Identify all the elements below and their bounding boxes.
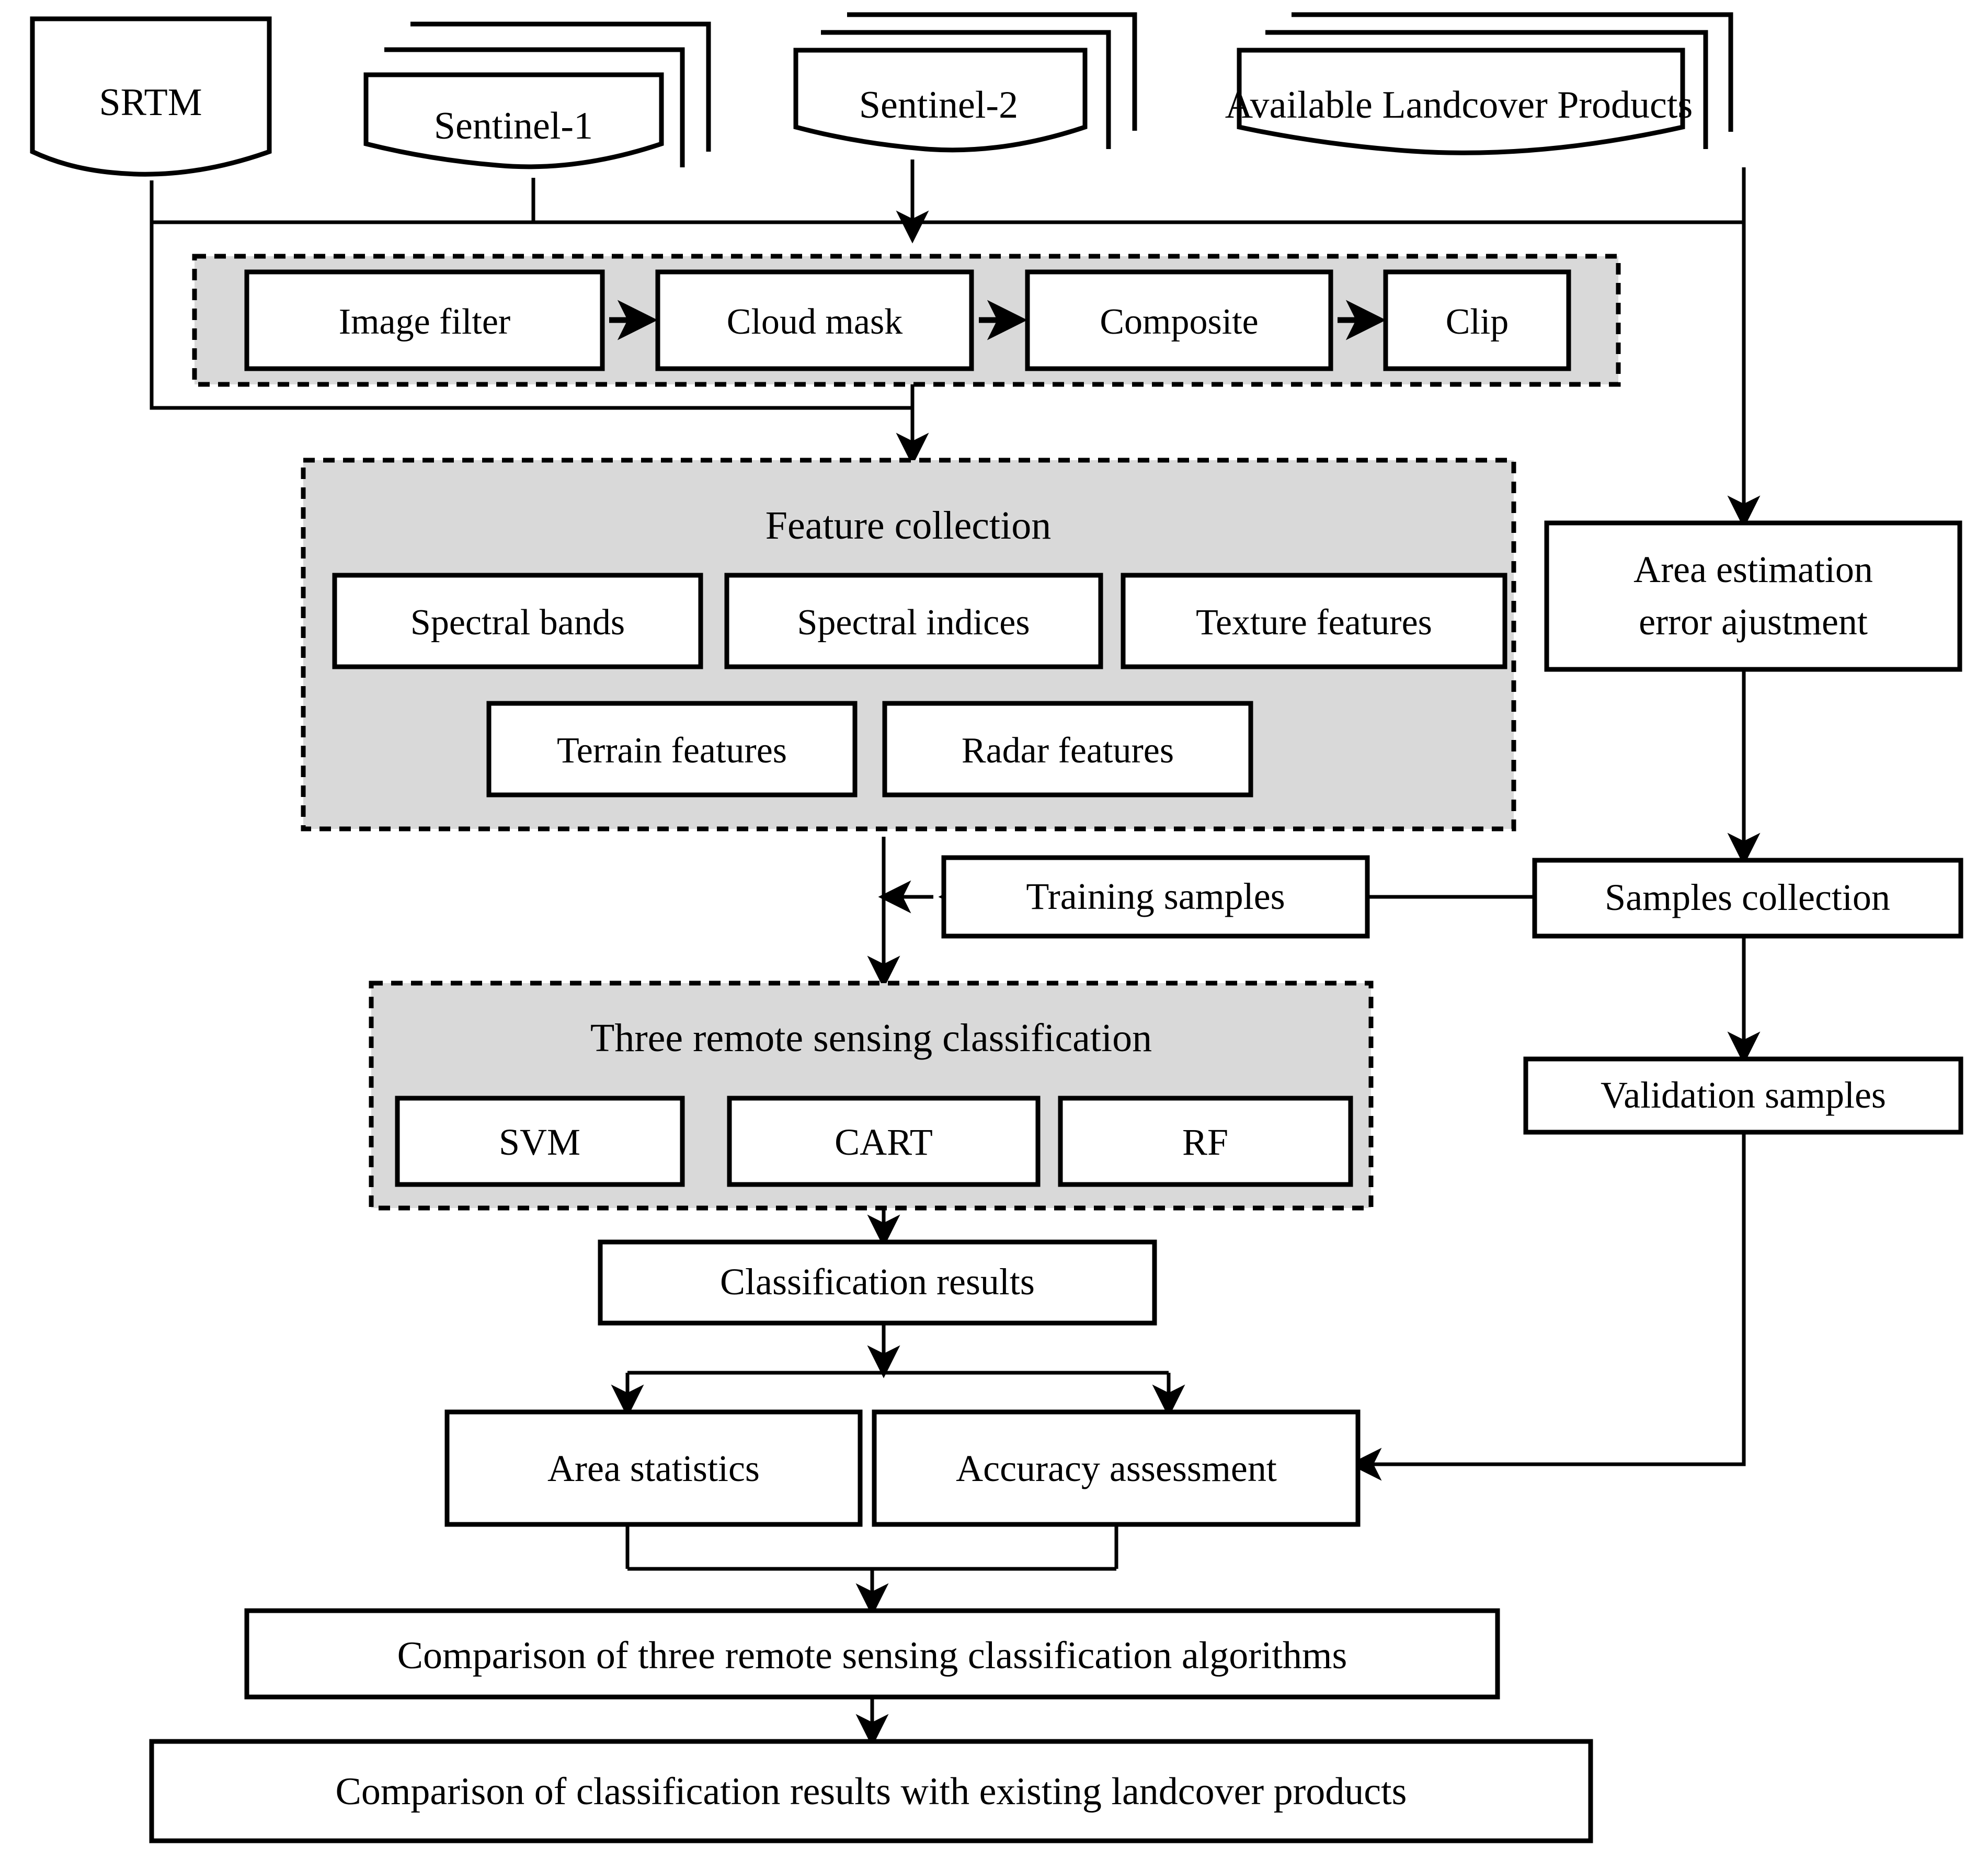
texture-features-box [1121, 573, 1507, 669]
area-statistics-box [444, 1409, 863, 1527]
classification-panel-title: Three remote sensing classification [590, 1016, 1152, 1060]
node-area-statistics[interactable]: Area statistics [444, 1409, 863, 1527]
svm-box [395, 1096, 685, 1187]
algorithm-svm[interactable]: SVM [395, 1096, 685, 1187]
composite-box [1025, 269, 1333, 371]
samples-collection-box [1532, 858, 1963, 939]
step-clip[interactable]: Clip [1383, 269, 1571, 371]
landcover-products-label: Available Landcover Products [1225, 84, 1693, 127]
sentinel1-document-shape [363, 72, 664, 169]
srtm-label: SRTM [99, 81, 202, 124]
classification-results-box [598, 1239, 1157, 1326]
algorithm-cart[interactable]: CART [727, 1096, 1041, 1187]
cart-box [727, 1096, 1041, 1187]
spectral-bands-box [332, 573, 703, 669]
panel-preprocessing: Image filter Cloud mask Composite Clip [192, 254, 1621, 387]
comparison-algorithms-box [244, 1608, 1500, 1700]
terrain-features-box [486, 701, 858, 798]
node-validation-samples[interactable]: Validation samples [1523, 1056, 1963, 1135]
algorithm-rf[interactable]: RF [1058, 1096, 1353, 1187]
step-image-filter[interactable]: Image filter [244, 269, 605, 371]
composite-label: Composite [1100, 302, 1258, 342]
accuracy-assessment-label: Accuracy assessment [956, 1448, 1277, 1489]
radar-features-box [882, 701, 1253, 798]
node-sentinel1[interactable]: Sentinel-1 [363, 21, 711, 169]
edge-validation-to-accuracy [1349, 1130, 1746, 1481]
training-samples-box [941, 855, 1370, 939]
area-estimation-box [1544, 520, 1962, 672]
node-classification-results[interactable]: Classification results [598, 1239, 1157, 1326]
cloud-mask-box [655, 269, 974, 371]
edge-layer [150, 160, 1761, 1747]
training-samples-label: Training samples [1026, 875, 1285, 917]
sentinel2-label: Sentinel-2 [859, 84, 1018, 127]
feature-collection-title: Feature collection [766, 504, 1052, 548]
feature-spectral-indices[interactable]: Spectral indices [724, 573, 1103, 669]
terrain-features-label: Terrain features [557, 731, 787, 771]
area-estimation-label-line2: error ajustment [1639, 601, 1868, 643]
svm-label: SVM [499, 1121, 580, 1163]
comparison-products-label: Comparison of classification results wit… [336, 1770, 1407, 1813]
image-filter-box [244, 269, 605, 371]
cloud-mask-label: Cloud mask [727, 302, 902, 342]
node-area-estimation[interactable]: Area estimation error ajustment [1544, 520, 1962, 672]
spectral-bands-label: Spectral bands [410, 602, 625, 643]
validation-samples-label: Validation samples [1601, 1074, 1886, 1116]
spectral-indices-label: Spectral indices [797, 602, 1030, 643]
node-comparison-products[interactable]: Comparison of classification results wit… [149, 1739, 1593, 1843]
spectral-indices-box [724, 573, 1103, 669]
sentinel1-label: Sentinel-1 [434, 105, 593, 147]
node-accuracy-assessment[interactable]: Accuracy assessment [872, 1409, 1361, 1527]
area-statistics-label: Area statistics [547, 1448, 760, 1489]
clip-box [1383, 269, 1571, 371]
edge-srtm-route [150, 222, 912, 410]
panel-feature-collection: Feature collection Spectral bands Spectr… [301, 458, 1516, 831]
comparison-algorithms-label: Comparison of three remote sensing class… [397, 1634, 1347, 1677]
radar-features-label: Radar features [962, 731, 1174, 771]
classification-results-label: Classification results [720, 1261, 1035, 1303]
node-srtm[interactable]: SRTM [30, 16, 272, 177]
image-filter-label: Image filter [339, 302, 510, 342]
feature-spectral-bands[interactable]: Spectral bands [332, 573, 703, 669]
comparison-products-box [149, 1739, 1593, 1843]
landcover-document-shape [1237, 48, 1685, 155]
samples-collection-label: Samples collection [1605, 876, 1890, 918]
cart-label: CART [835, 1121, 933, 1163]
srtm-document-shape [30, 16, 272, 177]
clip-label: Clip [1446, 302, 1509, 342]
feature-terrain-features[interactable]: Terrain features [486, 701, 858, 798]
texture-features-label: Texture features [1196, 602, 1432, 643]
panel-classification: Three remote sensing classification SVM … [369, 981, 1374, 1211]
rf-box [1058, 1096, 1353, 1187]
feature-texture-features[interactable]: Texture features [1121, 573, 1507, 669]
node-landcover-products[interactable]: Available Landcover Products [1225, 12, 1733, 155]
node-training-samples[interactable]: Training samples [941, 855, 1370, 939]
node-samples-collection[interactable]: Samples collection [1532, 858, 1963, 939]
node-sentinel2[interactable]: Sentinel-2 [793, 12, 1137, 153]
node-comparison-algorithms[interactable]: Comparison of three remote sensing class… [244, 1608, 1500, 1700]
step-cloud-mask[interactable]: Cloud mask [655, 269, 974, 371]
sentinel2-document-shape [793, 48, 1088, 153]
rf-label: RF [1182, 1121, 1228, 1163]
area-estimation-label-line1: Area estimation [1633, 549, 1873, 590]
feature-radar-features[interactable]: Radar features [882, 701, 1253, 798]
accuracy-assessment-box [872, 1409, 1361, 1527]
validation-samples-box [1523, 1056, 1963, 1135]
step-composite[interactable]: Composite [1025, 269, 1333, 371]
